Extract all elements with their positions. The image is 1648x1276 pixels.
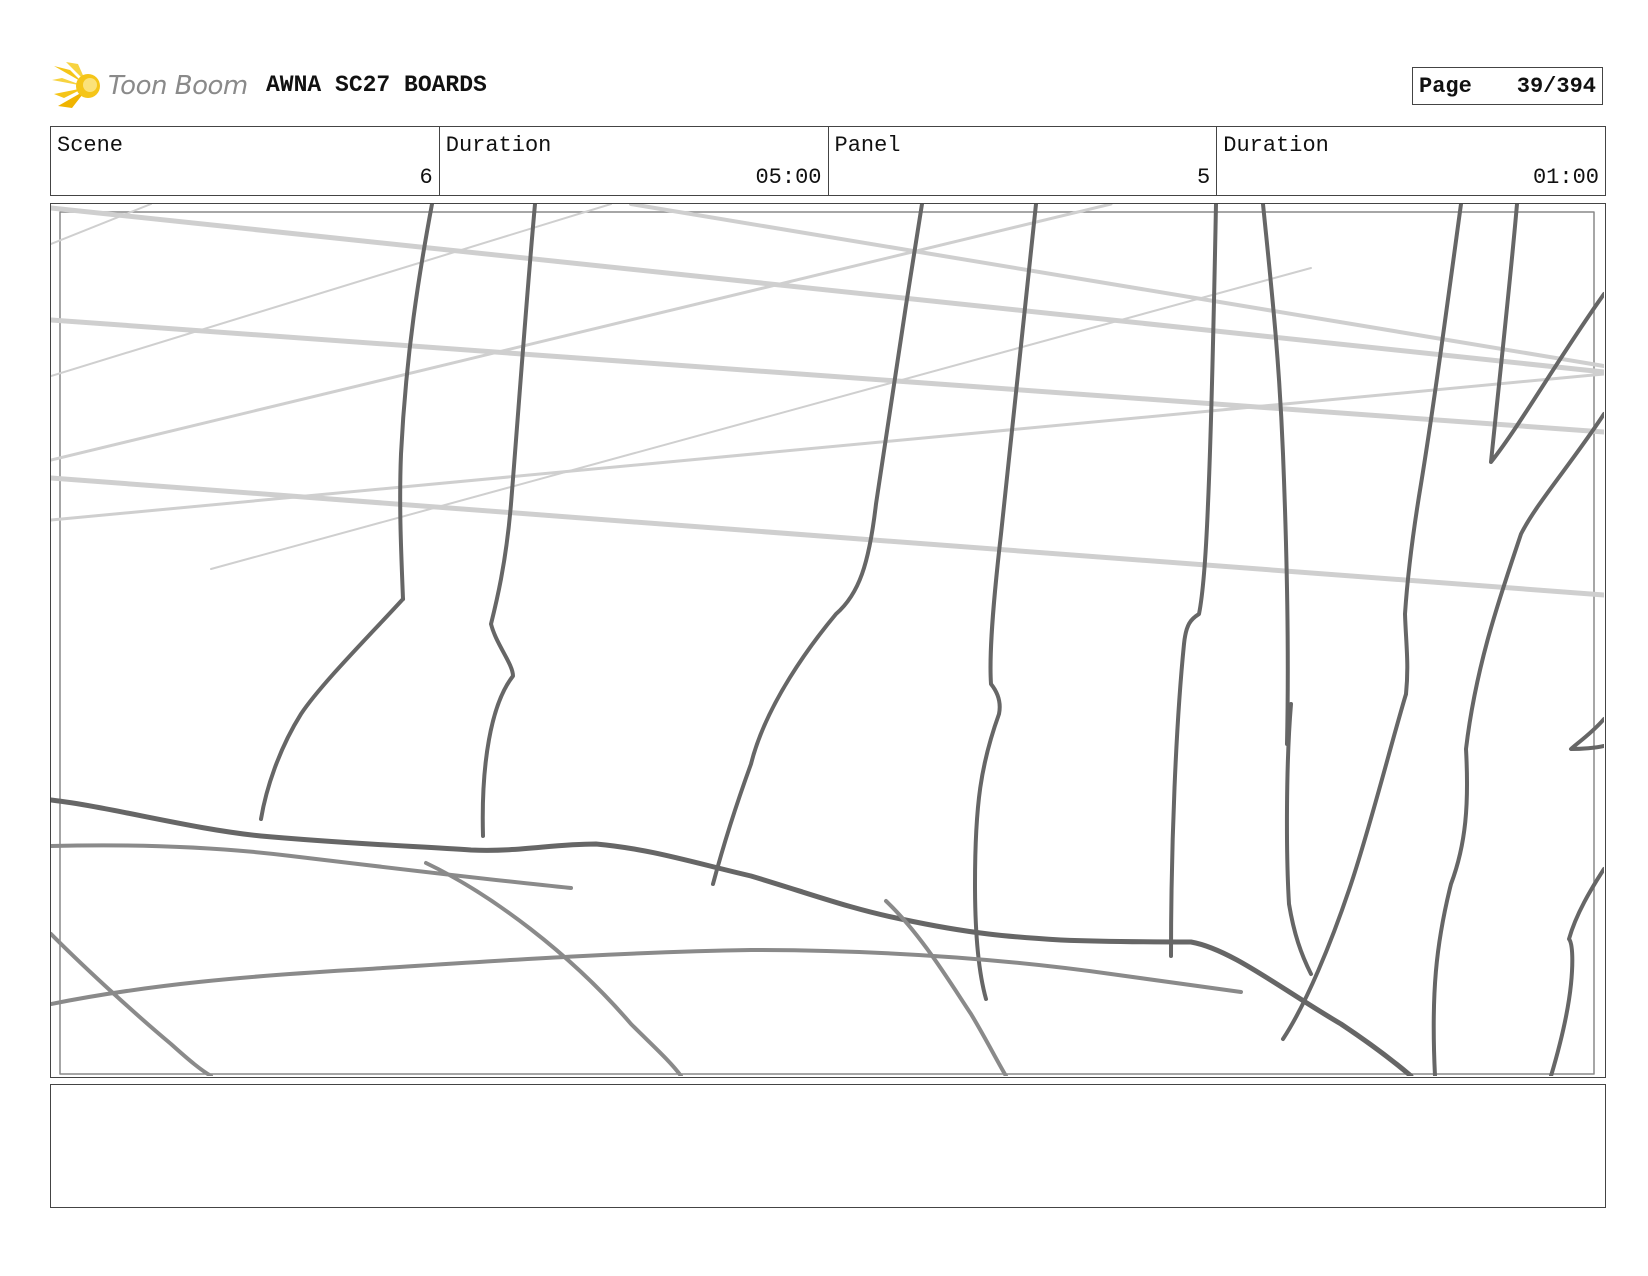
tree-trunks <box>259 204 1604 1076</box>
panel-duration-label: Duration <box>1223 133 1329 158</box>
logo-wordmark: Toon Boom <box>108 71 248 101</box>
page-indicator: Page 39/394 <box>1412 67 1603 105</box>
scene-duration-value: 05:00 <box>755 165 822 190</box>
toon-boom-logo: Toon Boom <box>52 60 248 112</box>
panel-duration-value: 01:00 <box>1532 165 1599 190</box>
scene-duration-cell: Duration 05:00 <box>440 127 829 195</box>
logo-burst-icon <box>52 62 100 108</box>
scene-duration-label: Duration <box>445 133 552 158</box>
ground-strokes <box>51 843 1243 1076</box>
page-label: Page <box>1419 73 1472 99</box>
panel-cell: Panel 5 <box>829 127 1218 195</box>
panel-value: 5 <box>1197 165 1211 190</box>
panel-label: Panel <box>834 133 901 158</box>
panel-duration-cell: Duration 01:00 <box>1217 127 1605 195</box>
storyboard-panel <box>50 203 1606 1078</box>
safe-frame <box>59 211 1595 1075</box>
ground-line <box>51 797 1414 1076</box>
construction-lines <box>51 204 1604 598</box>
notes-area <box>50 1084 1606 1208</box>
page-number: 39/394 <box>1516 73 1596 99</box>
document-title: AWNA SC27 BOARDS <box>266 72 487 98</box>
panel-sketch <box>51 204 1604 1076</box>
panel-info-table: Scene 6 Duration 05:00 Panel 5 Duration … <box>50 126 1606 196</box>
scene-cell: Scene 6 <box>51 127 440 195</box>
scene-value: 6 <box>419 165 433 190</box>
scene-label: Scene <box>57 133 124 158</box>
